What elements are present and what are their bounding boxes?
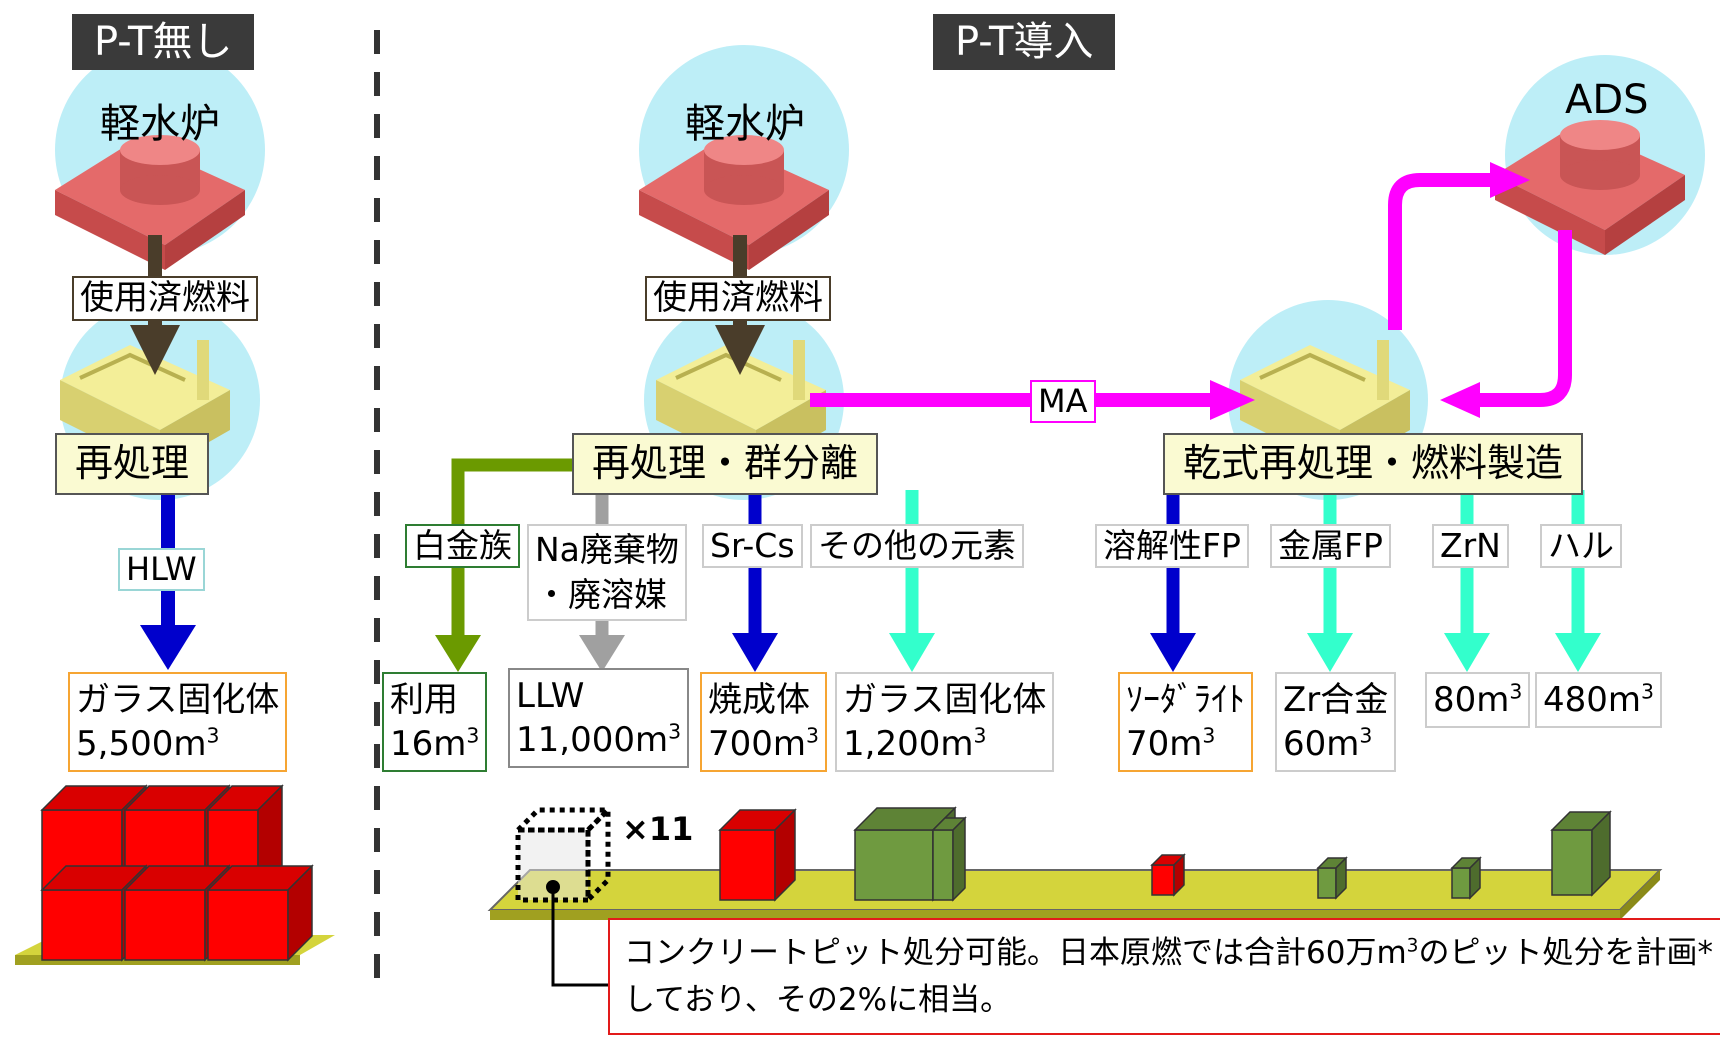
right-header: P-T導入: [933, 14, 1116, 70]
glass-block-2: [931, 816, 967, 902]
hull-block: [1550, 810, 1612, 897]
ads-loop-line: [1388, 173, 1495, 330]
left-process-box: 再処理: [55, 433, 210, 495]
ads-label: ADS: [1565, 77, 1649, 123]
note-leader-line: [551, 887, 610, 987]
stream-other-elements: その他の元素: [810, 524, 1024, 569]
left-red-blocks: [15, 784, 335, 965]
ma-label: MA: [1030, 380, 1096, 424]
stream-soluble-fp: 溶解性FP: [1095, 524, 1249, 569]
product-utilization: 利用 16m3: [382, 672, 488, 773]
zr-alloy-block: [1316, 856, 1348, 900]
product-llw: LLW 11,000m3: [508, 668, 690, 769]
pit-disposal-note: コンクリートピット処分可能。日本原燃では合計60万m3のピット処分を計画*してお…: [608, 918, 1720, 1035]
hlw-label: HLW: [118, 548, 205, 592]
stream-platinum: 白金族: [405, 524, 520, 569]
stream-hull: ハル: [1540, 524, 1622, 569]
zrn-block: [1450, 856, 1482, 900]
left-block-bottom-3: [206, 864, 314, 962]
right-platform: [487, 869, 1663, 920]
dry-process-box: 乾式再処理・燃料製造: [1163, 433, 1584, 495]
product-glass: ガラス固化体 1,200m3: [835, 672, 1055, 773]
multiplier-label: ×11: [622, 810, 694, 848]
stream-zrn: ZrN: [1432, 524, 1509, 569]
left-reactor-icon: [55, 135, 245, 270]
product-calcined: 焼成体 700m3: [700, 672, 827, 773]
product-zrn: 80m3: [1425, 672, 1531, 729]
left-reactor-label: 軽水炉: [100, 101, 220, 147]
ads-icon: [1495, 120, 1685, 255]
left-product-box: ガラス固化体 5,500m3: [68, 672, 288, 773]
stream-metal-fp: 金属FP: [1270, 524, 1391, 569]
product-hull: 480m3: [1535, 672, 1662, 729]
left-header: P-T無し: [72, 14, 255, 70]
product-sodalite: ｿｰﾀﾞﾗｲﾄ 70m3: [1118, 672, 1253, 773]
stream-na-waste: Na廃棄物 ・廃溶媒: [527, 524, 687, 622]
ads-return-line: [1475, 230, 1572, 407]
sodalite-block: [1150, 853, 1186, 897]
partition-process-box: 再処理・群分離: [572, 433, 879, 495]
right-reactor-icon: [639, 135, 829, 270]
calcined-block: [718, 808, 797, 902]
stream-sr-cs: Sr-Cs: [702, 524, 803, 569]
right-reactor-label: 軽水炉: [685, 101, 805, 147]
product-zr-alloy: Zr合金 60m3: [1275, 672, 1397, 773]
left-fuel-label: 使用済燃料: [72, 276, 258, 322]
right-fuel-label: 使用済燃料: [645, 276, 831, 322]
